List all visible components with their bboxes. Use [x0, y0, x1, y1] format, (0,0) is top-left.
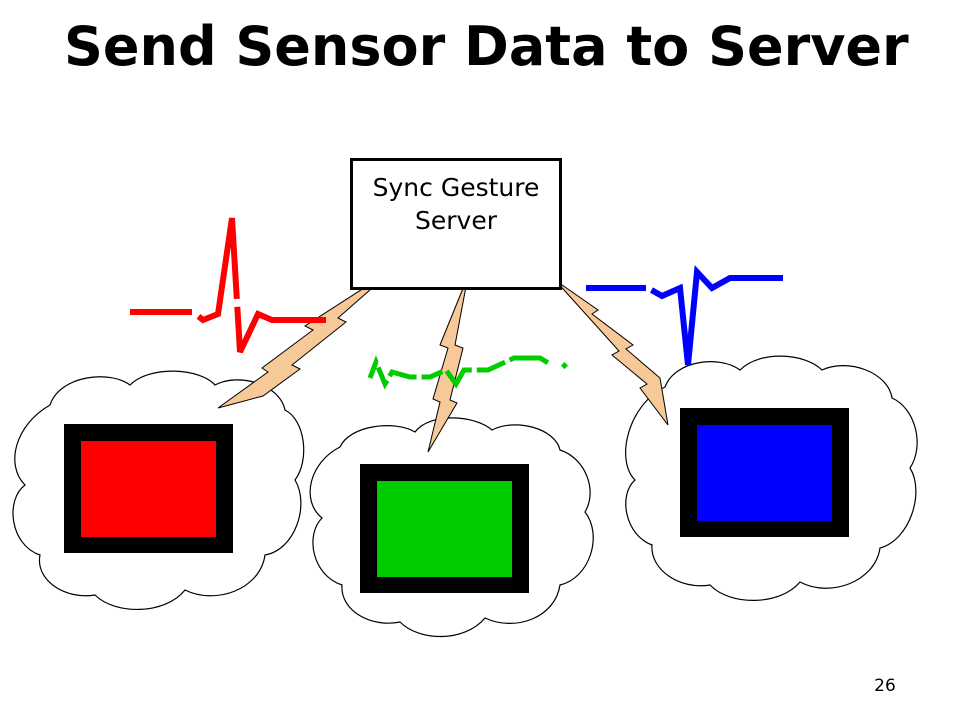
server-label-line1: Sync Gesture — [372, 173, 540, 202]
lightning-bolt-icon-right — [554, 279, 669, 426]
page-number: 26 — [874, 676, 896, 696]
server-label-line2: Server — [415, 206, 497, 235]
lightning-bolt-icon-left — [217, 267, 396, 409]
sync-gesture-server-box: Sync Gesture Server — [350, 158, 562, 290]
device-icon-red — [64, 424, 233, 553]
slide-title: Send Sensor Data to Server — [64, 15, 909, 78]
signal-waveform-icon-green — [367, 355, 579, 390]
signal-waveform-icon-red — [130, 217, 326, 354]
lightning-bolt-icon-middle — [427, 275, 469, 453]
signal-waveform-icon-blue — [586, 265, 783, 366]
device-icon-blue — [680, 408, 849, 537]
device-icon-green — [360, 464, 529, 593]
